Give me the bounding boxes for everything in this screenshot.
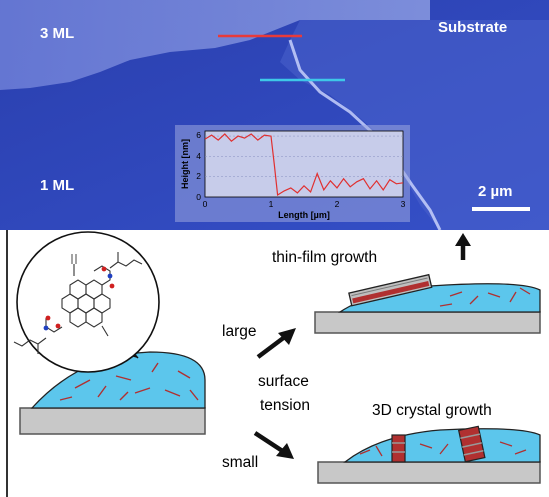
label-substrate: Substrate — [438, 19, 507, 36]
scale-bar — [472, 207, 530, 211]
inset-y-ticks: 0 2 4 6 — [196, 130, 201, 202]
label-3ml: 3 ML — [40, 25, 74, 42]
x-tick-0: 0 — [203, 199, 208, 209]
growth-schematic-panel: thin-film growth large surface tension 3… — [6, 230, 541, 497]
inset-chart: 0 1 2 3 0 2 4 6 Length [µm] Height [nm] — [175, 125, 410, 222]
atom-o-1 — [101, 266, 107, 272]
arrow-up-head — [455, 233, 471, 246]
label-1ml: 1 ML — [40, 177, 74, 194]
substrate-thin-film — [314, 311, 541, 334]
molecule-structure-callout — [13, 231, 160, 373]
label-tension: tension — [260, 397, 310, 414]
thin-film-crystal — [348, 273, 433, 307]
3d-crystal-outcome — [317, 425, 541, 484]
afm-substrate-region — [280, 20, 549, 230]
atom-n-2 — [43, 325, 49, 331]
y-tick-0: 0 — [196, 192, 201, 202]
3d-crystal-1 — [391, 434, 406, 463]
y-tick-2: 2 — [196, 171, 201, 181]
3d-crystal-2 — [457, 425, 486, 463]
arrow-large-head — [278, 328, 296, 345]
y-tick-6: 6 — [196, 130, 201, 140]
atom-o-3 — [55, 323, 61, 329]
label-large: large — [222, 323, 256, 340]
scale-bar-label: 2 µm — [478, 183, 513, 200]
inset-x-ticks: 0 1 2 3 — [203, 199, 406, 209]
arrow-small-shaft — [253, 431, 286, 454]
substrate-3d — [317, 461, 541, 484]
label-3d-crystal-growth: 3D crystal growth — [372, 402, 492, 419]
label-surface: surface — [258, 373, 309, 390]
x-tick-1: 1 — [269, 199, 274, 209]
inset-series-line-0 — [204, 133, 404, 197]
label-thin-film-growth: thin-film growth — [272, 249, 377, 266]
atom-n-1 — [107, 273, 113, 279]
x-tick-2: 2 — [335, 199, 340, 209]
inset-ylabel: Height [nm] — [180, 139, 190, 189]
inset-marks — [204, 133, 404, 197]
inset-xlabel: Length [µm] — [278, 210, 330, 220]
arrow-small-head — [276, 443, 294, 459]
thin-film-outcome — [314, 273, 541, 334]
molecule-nitrile-bonds — [71, 254, 77, 264]
atom-o-4 — [45, 315, 51, 321]
arrow-large-shaft — [256, 334, 288, 359]
dissolved-molecules-3d — [359, 441, 527, 457]
droplet-left — [30, 351, 206, 409]
initial-droplet-group — [19, 334, 206, 435]
arrow-up — [455, 233, 471, 260]
inset-plot-area — [204, 130, 404, 198]
substrate-left — [19, 407, 206, 435]
afm-image-panel: 3 ML 1 ML Substrate 2 µm 0 1 2 3 0 2 4 6… — [0, 0, 549, 230]
arrow-small — [253, 431, 294, 459]
x-tick-3: 3 — [401, 199, 406, 209]
atom-o-2 — [109, 283, 115, 289]
dissolved-molecules-left — [59, 362, 199, 401]
y-tick-4: 4 — [196, 151, 201, 161]
molecule-ellipse — [16, 231, 160, 373]
label-small: small — [222, 454, 258, 471]
arrow-large — [256, 328, 296, 359]
molecule-skeleton — [13, 252, 143, 354]
afm-3ml-region — [0, 0, 430, 90]
dissolved-molecules-thin-film — [439, 287, 531, 307]
